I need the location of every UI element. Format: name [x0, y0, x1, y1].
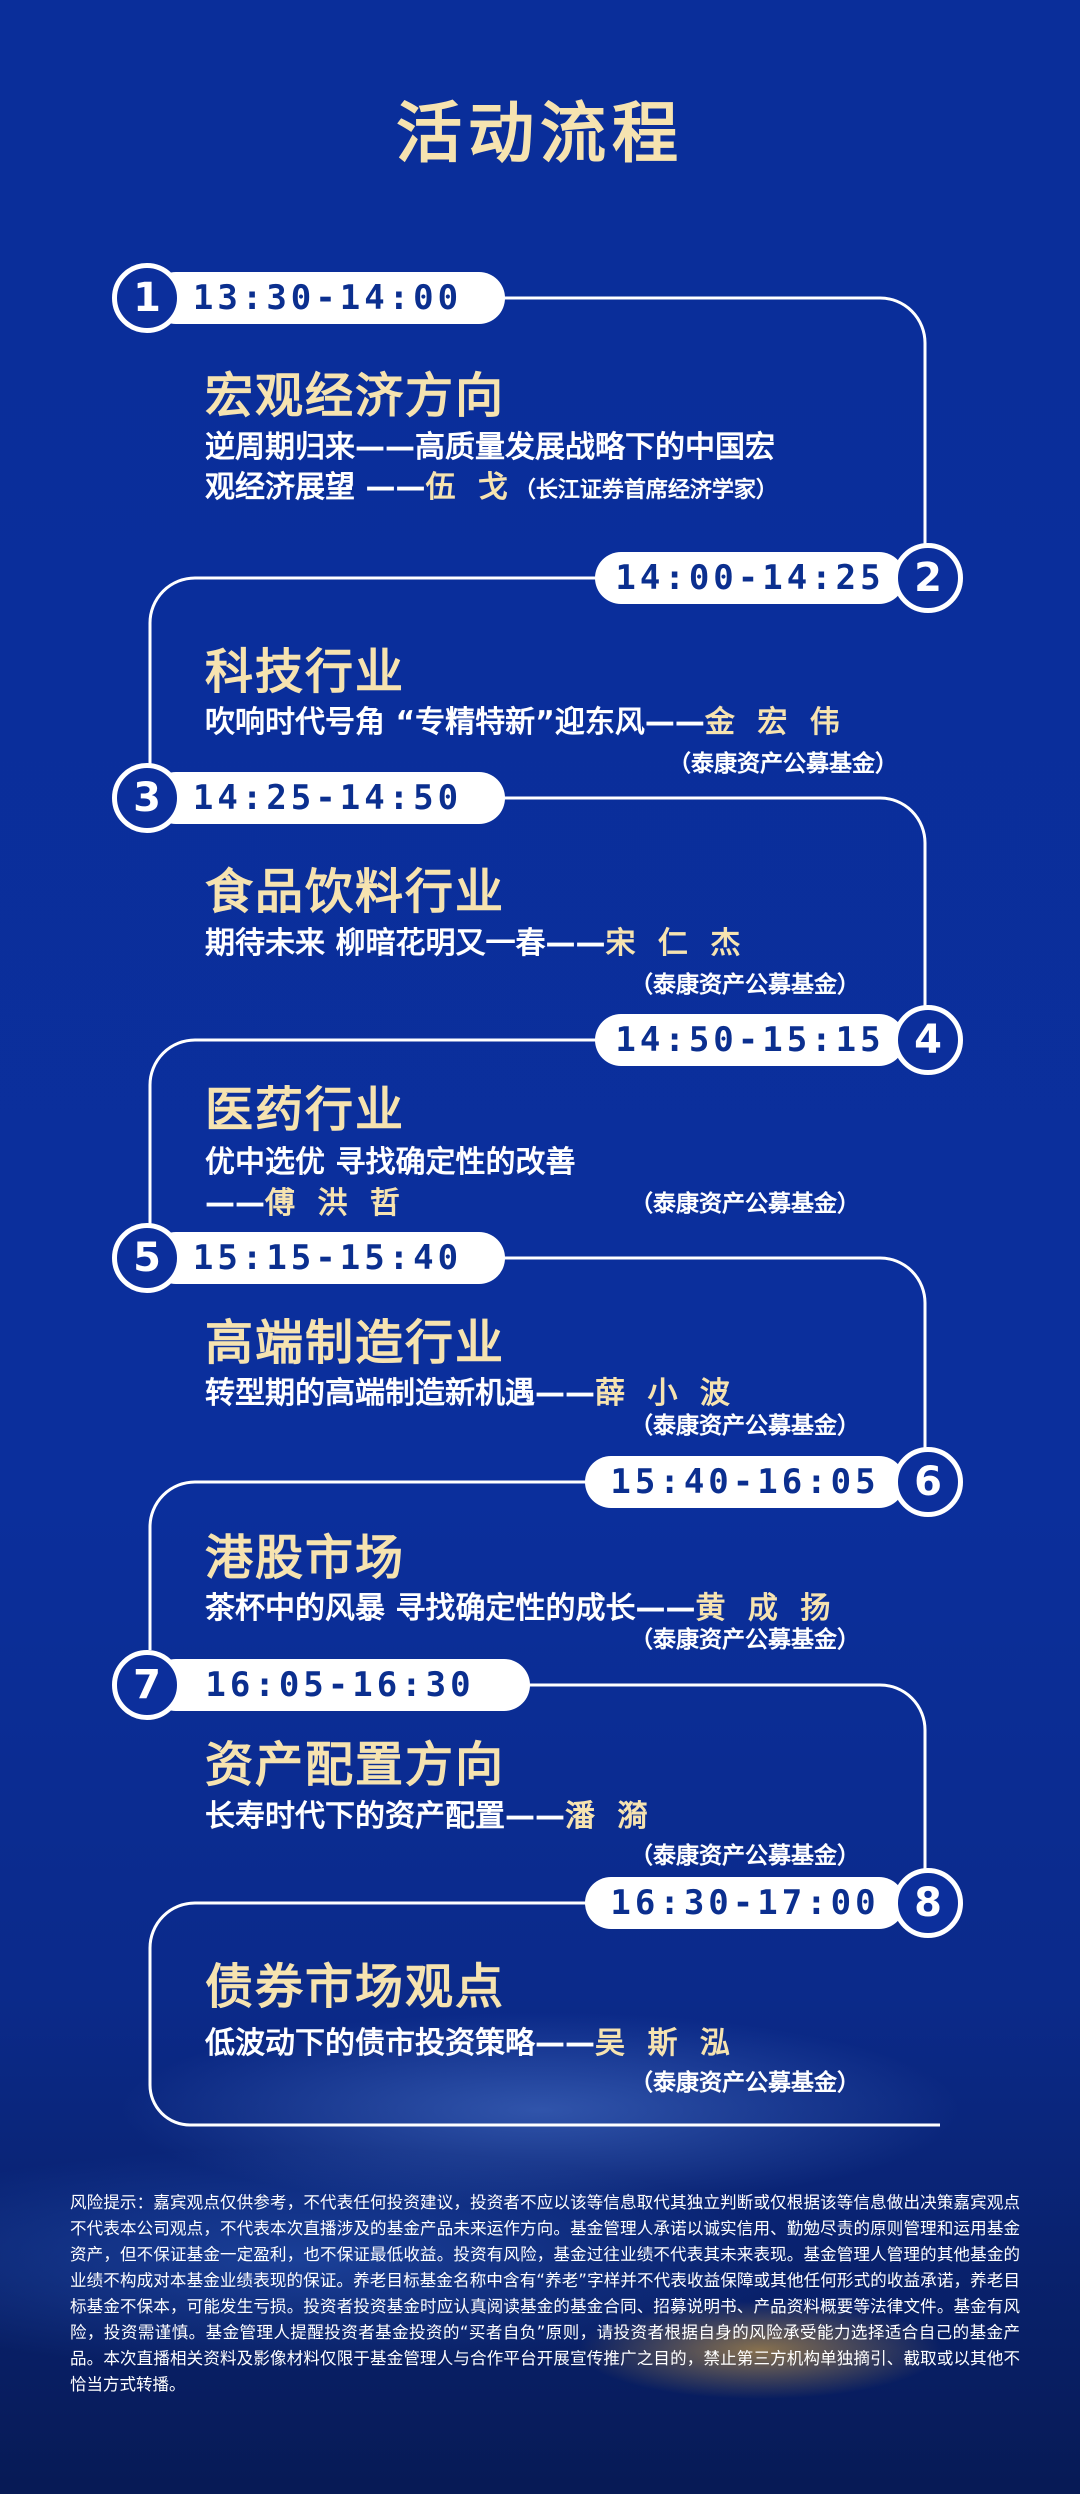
speaker-7: 潘 漪 — [565, 1799, 654, 1834]
session-title-4a: 优中选优 寻找确定性的改善 — [205, 1145, 576, 1180]
session-title-2-text: 吹响时代号角 “专精特新”迎东风—— — [205, 705, 705, 740]
speaker-org-8: （泰康资产公募基金） — [630, 2070, 860, 2096]
speaker-org-4: （泰康资产公募基金） — [630, 1191, 860, 1217]
session-heading-6: 港股市场 — [205, 1530, 406, 1586]
time-pill-5: 15:15-15:40 — [150, 1232, 505, 1284]
timeline-path — [0, 0, 1080, 2200]
speaker-6: 黄 成 扬 — [695, 1591, 837, 1626]
session-title-7: 长寿时代下的资产配置——潘 漪 — [205, 1791, 653, 1835]
session-heading-2: 科技行业 — [205, 644, 406, 700]
page-title: 活动流程 — [396, 95, 684, 172]
session-heading-8: 债券市场观点 — [205, 1959, 506, 2015]
step-number-6: 6 — [893, 1447, 963, 1517]
session-title-3-text: 期待未来 柳暗花明又一春—— — [205, 926, 606, 961]
session-title-7-text: 长寿时代下的资产配置—— — [205, 1799, 565, 1834]
session-title-8-text: 低波动下的债市投资策略—— — [205, 2026, 595, 2061]
session-title-4b: ——傅 洪 哲 — [205, 1178, 406, 1222]
speaker-org-3: （泰康资产公募基金） — [630, 972, 860, 998]
time-pill-8: 16:30-17:00 — [585, 1877, 905, 1929]
session-heading-3: 食品饮料行业 — [205, 864, 506, 920]
speaker-8: 吴 斯 泓 — [595, 2026, 736, 2061]
session-title-2: 吹响时代号角 “专精特新”迎东风——金 宏 伟 — [205, 697, 846, 741]
speaker-2: 金 宏 伟 — [704, 705, 846, 740]
step-number-4: 4 — [893, 1005, 963, 1075]
step-number-7: 7 — [112, 1650, 182, 1720]
time-pill-7: 16:05-16:30 — [150, 1659, 530, 1711]
session-heading-7: 资产配置方向 — [205, 1737, 506, 1793]
speaker-3: 宋 仁 杰 — [605, 926, 747, 961]
session-title-8: 低波动下的债市投资策略——吴 斯 泓 — [205, 2018, 736, 2062]
time-pill-4: 14:50-15:15 — [595, 1014, 905, 1066]
session-title-4b-text: —— — [205, 1186, 265, 1221]
session-title-5: 转型期的高端制造新机遇——薛 小 波 — [205, 1368, 736, 1412]
speaker-1: 伍 戈 — [425, 470, 514, 505]
session-title-1a: 逆周期归来——高质量发展战略下的中国宏 — [205, 430, 775, 465]
step-number-5: 5 — [112, 1223, 182, 1293]
time-pill-3: 14:25-14:50 — [150, 772, 505, 824]
session-title-1b-text: 观经济展望 —— — [205, 470, 426, 505]
time-pill-1: 13:30-14:00 — [150, 272, 505, 324]
speaker-org-7: （泰康资产公募基金） — [630, 1843, 860, 1869]
risk-disclaimer: 风险提示：嘉宾观点仅供参考，不代表任何投资建议，投资者不应以该等信息取代其独立判… — [70, 2193, 1020, 2394]
session-title-6: 茶杯中的风暴 寻找确定性的成长——黄 成 扬 — [205, 1583, 836, 1627]
session-title-3: 期待未来 柳暗花明又一春——宋 仁 杰 — [205, 918, 746, 962]
session-heading-1: 宏观经济方向 — [205, 368, 506, 424]
speaker-4: 傅 洪 哲 — [265, 1186, 406, 1221]
session-heading-4: 医药行业 — [205, 1082, 406, 1138]
speaker-org-1: （长江证券首席经济学家） — [513, 478, 778, 503]
step-number-3: 3 — [112, 763, 182, 833]
step-number-1: 1 — [112, 263, 182, 333]
step-number-2: 2 — [893, 543, 963, 613]
session-title-6-text: 茶杯中的风暴 寻找确定性的成长—— — [205, 1591, 696, 1626]
speaker-org-5: （泰康资产公募基金） — [630, 1413, 860, 1439]
speaker-5: 薛 小 波 — [595, 1376, 736, 1411]
step-number-8: 8 — [893, 1868, 963, 1938]
speaker-org-6: （泰康资产公募基金） — [630, 1627, 860, 1653]
time-pill-6: 15:40-16:05 — [585, 1456, 905, 1508]
session-title-1b: 观经济展望 ——伍 戈（长江证券首席经济学家） — [205, 462, 778, 506]
time-pill-2: 14:00-14:25 — [595, 552, 905, 604]
session-title-5-text: 转型期的高端制造新机遇—— — [205, 1376, 595, 1411]
session-heading-5: 高端制造行业 — [205, 1315, 506, 1371]
background-glow — [0, 1930, 1080, 2494]
speaker-org-2: （泰康资产公募基金） — [668, 751, 898, 777]
